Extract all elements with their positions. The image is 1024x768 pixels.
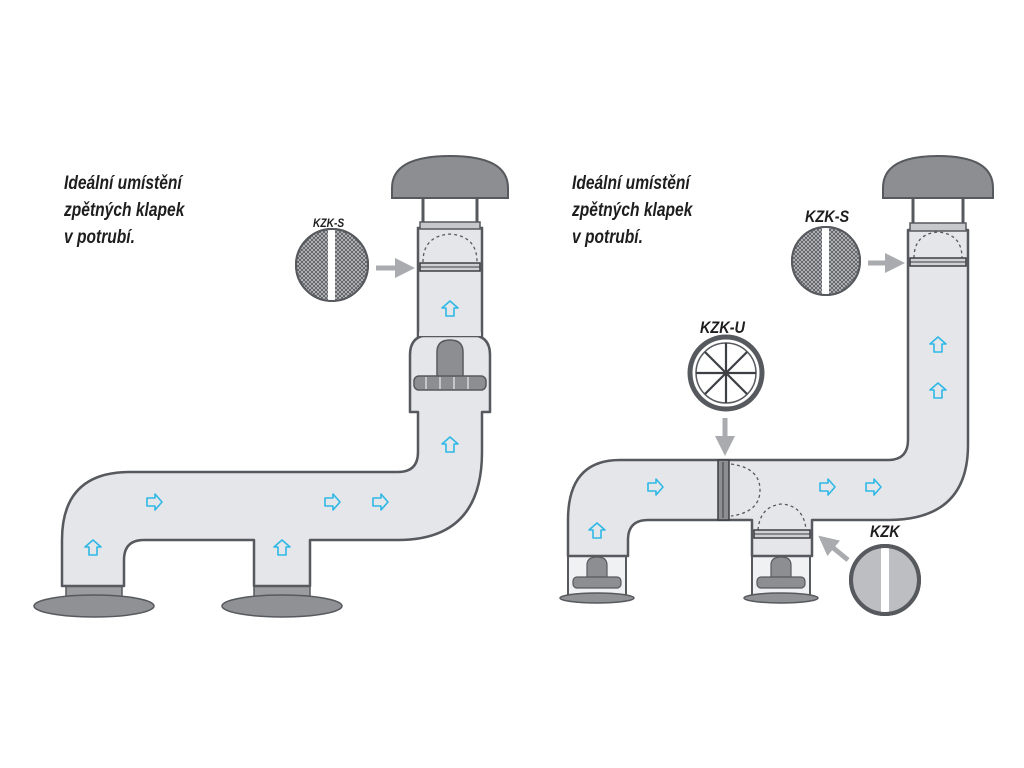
flow-arrows	[84, 300, 459, 556]
left-system	[33, 154, 509, 618]
caption-line: Ideální umístění	[572, 173, 690, 194]
damper-swing-arc	[913, 231, 963, 259]
label-kzk-u: KZK-U	[700, 318, 745, 337]
damper-swing-arc	[730, 463, 761, 517]
right-duct	[566, 228, 970, 558]
caption-line: Ideální umístění	[64, 173, 182, 194]
caption-line: zpětných klapek	[572, 200, 693, 221]
caption-line: v potrubí.	[64, 227, 135, 248]
caption-line: v potrubí.	[572, 227, 643, 248]
left-duct	[60, 333, 492, 588]
pointer-arrow	[818, 535, 850, 562]
label-kzk: KZK	[870, 522, 900, 541]
right-system	[559, 154, 994, 616]
roof-cap	[882, 154, 994, 232]
fan-blade-icon	[687, 334, 765, 412]
caption-line: zpětných klapek	[64, 200, 185, 221]
damper-swing-arc	[757, 503, 807, 531]
split-disc-icon	[849, 544, 921, 616]
roof-cap	[391, 154, 509, 230]
right-caption: Ideální umístění zpětných klapek v potru…	[572, 170, 692, 251]
floor-diffuser	[33, 585, 155, 618]
floor-fan-unit	[743, 555, 819, 604]
mesh-disc-icon	[295, 228, 369, 302]
inline-fan	[413, 339, 487, 391]
left-caption: Ideální umístění zpětných klapek v potru…	[64, 170, 184, 251]
mesh-disc-icon	[791, 226, 861, 296]
floor-fan-unit	[559, 555, 635, 604]
damper-swing-arc	[422, 233, 478, 263]
label-kzk-s-left: KZK-S	[313, 216, 345, 230]
label-kzk-s-right: KZK-S	[805, 207, 850, 226]
floor-diffuser	[221, 585, 343, 618]
flow-arrows	[588, 336, 947, 539]
